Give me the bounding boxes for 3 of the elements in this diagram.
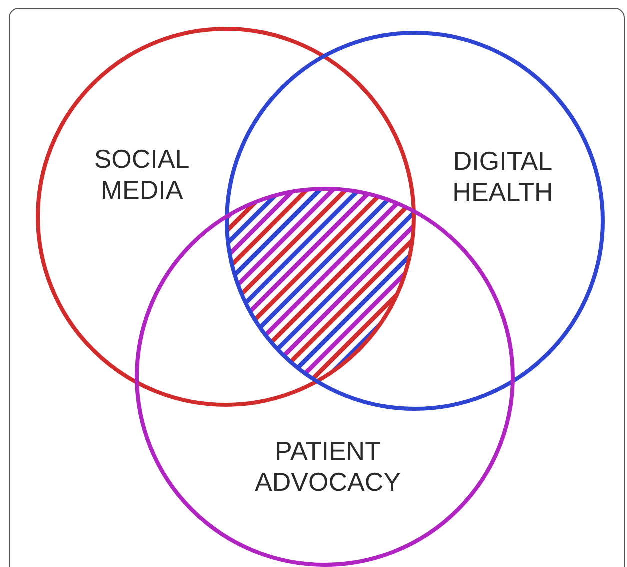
circle-label: DIGITAL HEALTH <box>452 146 554 208</box>
circle-label: PATIENT ADVOCACY <box>254 436 402 498</box>
circle-label: SOCIAL MEDIA <box>93 144 191 206</box>
